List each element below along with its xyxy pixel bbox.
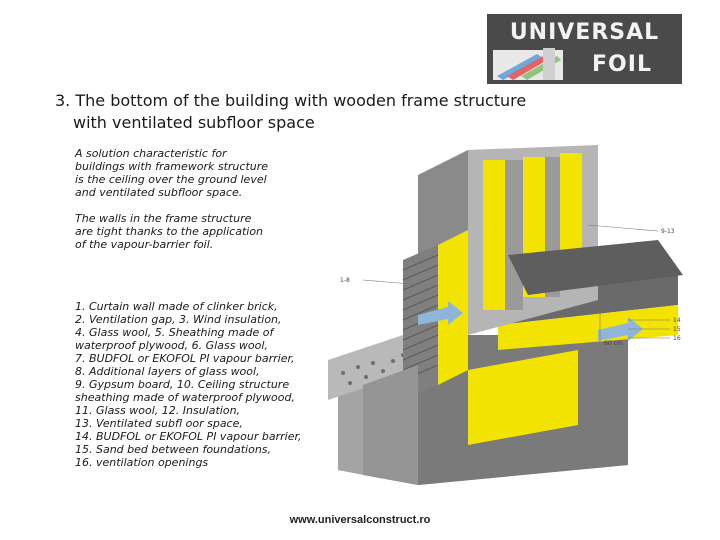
description-line: The walls in the frame structure xyxy=(75,212,290,225)
callout-9-13: 9-13 xyxy=(661,228,675,235)
description-line: is the ceiling over the ground level xyxy=(75,173,290,186)
legend-line: 14. BUDFOL or EKOFOL PI vapour barrier, xyxy=(75,430,335,443)
dimension-label: 60 cm xyxy=(604,340,623,347)
legend-line: 7. BUDFOL or EKOFOL PI vapour barrier, xyxy=(75,352,335,365)
logo-text-foil: FOIL xyxy=(567,52,677,77)
logo-text-universal: UNIVERSAL xyxy=(487,20,682,45)
description-line: are tight thanks to the application xyxy=(75,225,290,238)
description-paragraph-2: The walls in the frame structure are tig… xyxy=(75,212,290,251)
page-title-line-2: with ventilated subfloor space xyxy=(55,112,526,134)
callout-1-8: 1-8 xyxy=(340,277,350,284)
description-paragraph-1: A solution characteristic for buildings … xyxy=(75,147,290,199)
wall-floor-cross-section-illustration: 9-13 1-8 14 15 16 60 cm xyxy=(298,135,698,505)
legend-line: 9. Gypsum board, 10. Ceiling structure xyxy=(75,378,335,391)
footer-url: www.universalconstruct.ro xyxy=(0,514,720,526)
description-line: buildings with framework structure xyxy=(75,160,290,173)
legend-line: waterproof plywood, 6. Glass wool, xyxy=(75,339,335,352)
callout-14: 14 xyxy=(673,317,681,324)
legend-line: 13. Ventilated subfl oor space, xyxy=(75,417,335,430)
legend-line: 16. ventilation openings xyxy=(75,456,335,469)
callout-16: 16 xyxy=(673,335,681,342)
description-line: and ventilated subfloor space. xyxy=(75,186,290,199)
page-title: 3. The bottom of the building with woode… xyxy=(55,90,526,134)
legend-line: 2. Ventilation gap, 3. Wind insulation, xyxy=(75,313,335,326)
legend-line: 15. Sand bed between foundations, xyxy=(75,443,335,456)
legend-line: 11. Glass wool, 12. Insulation, xyxy=(75,404,335,417)
legend-line: 1. Curtain wall made of clinker brick, xyxy=(75,300,335,313)
callout-15: 15 xyxy=(673,326,681,333)
description-line: A solution characteristic for xyxy=(75,147,290,160)
page-title-line-1: 3. The bottom of the building with woode… xyxy=(55,91,526,110)
universal-foil-logo: UNIVERSAL FOIL xyxy=(487,14,682,84)
legend-line: sheathing made of waterproof plywood, xyxy=(75,391,335,404)
legend-line: 4. Glass wool, 5. Sheathing made of xyxy=(75,326,335,339)
description-line: of the vapour-barrier foil. xyxy=(75,238,290,251)
legend-line: 8. Additional layers of glass wool, xyxy=(75,365,335,378)
component-legend: 1. Curtain wall made of clinker brick, 2… xyxy=(75,300,335,469)
